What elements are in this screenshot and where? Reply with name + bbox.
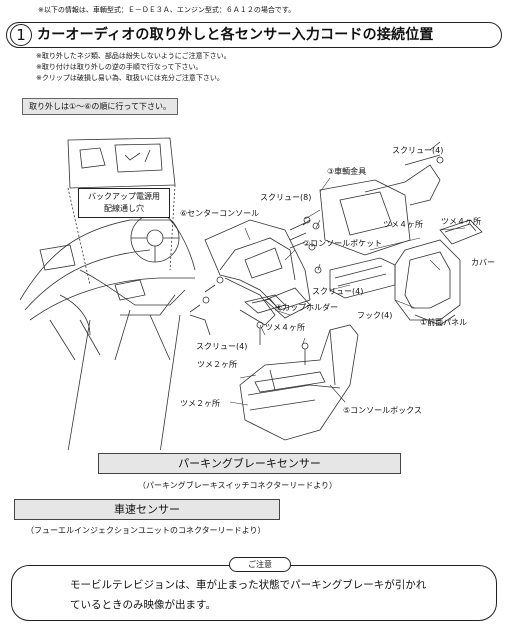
label-claws-4: ツメ４ヶ所 (265, 323, 305, 332)
label-center-console: ⑥センターコンソール (180, 209, 260, 218)
cover (439, 219, 483, 245)
label-console-box: ⑤コンソールボックス (343, 406, 422, 415)
removal-order-note: 取り外しは①～⑥の順に行って下さい。 (22, 98, 178, 115)
backup-label-line: バックアップ電源用 (88, 192, 160, 201)
parking-sensor-leader (160, 314, 181, 450)
parking-brake-sensor-source: （パーキングブレーキスイッチコネクターリードより） (138, 481, 338, 490)
label-console-pocket: ②コンソールポケット (303, 239, 383, 248)
backup-wire-hole-label: バックアップ電源用 配線通し穴 (78, 188, 170, 218)
label-screw-4: スクリュー(4) (196, 342, 248, 351)
notice-text: ているときのみ映像が出ます。 (70, 599, 216, 611)
zoom-callout (67, 137, 176, 189)
dashboard-outline (20, 219, 196, 301)
label-claws-4: ツメ４ヶ所 (383, 220, 423, 229)
label-screw-8: スクリュー(8) (260, 193, 312, 202)
disassembly-diagram (20, 137, 483, 450)
step-number: 1 (10, 24, 32, 46)
label-cup-holder: ④カップホルダー (275, 303, 339, 312)
cup-holder (244, 294, 286, 314)
label-cover: カバー (471, 258, 495, 267)
label-claws-2: ツメ２ヶ所 (197, 360, 237, 369)
notice-box (11, 565, 497, 621)
backup-label-line: 配線通し穴 (104, 204, 144, 213)
notice-title: ご注意 (229, 557, 291, 572)
parking-brake-sensor-label: パーキングブレーキセンサー (98, 453, 401, 474)
console-box (239, 324, 359, 441)
bracket (319, 179, 411, 256)
label-hooks-4: フック(4) (357, 311, 393, 320)
page-title: カーオーディオの取り外しと各センサー入力コードの接続位置 (37, 27, 434, 43)
label-front-panel: ①前面パネル (420, 318, 468, 327)
label-bracket: ③車輌金具 (327, 167, 367, 176)
label-screw-4: スクリュー(4) (392, 146, 444, 155)
section-header (6, 22, 502, 48)
label-claws-4: ツメ４ヶ所 (441, 217, 481, 226)
caution-line: ※取り付けは取り外しの逆の手順で行なって下さい。 (36, 63, 203, 71)
caution-line: ※取り外したネジ類、部品は紛失しないようにご注意下さい。 (36, 52, 231, 60)
vehicle-speed-sensor-source: （フューエルインジェクションユニットのコネクターリードより） (26, 526, 266, 535)
header-note: ※以下の情報は、車輌型式：Ｅ－ＤＥ３Ａ、エンジン型式：６Ａ１２の場合です。 (38, 6, 296, 14)
label-claws-2: ツメ２ヶ所 (180, 399, 220, 408)
label-screw-4: スクリュー(4) (312, 287, 364, 296)
front-panel (394, 239, 461, 321)
center-console (204, 219, 311, 311)
speed-sensor-leader (67, 319, 91, 450)
caution-line: ※クリップは破損し易い為、取扱いには充分ご注意下さい。 (36, 74, 224, 82)
notice-text: モービルテレビジョンは、車が止まった状態でパーキングブレーキが引かれ (70, 579, 427, 591)
vehicle-speed-sensor-label: 車速センサー (14, 499, 280, 520)
